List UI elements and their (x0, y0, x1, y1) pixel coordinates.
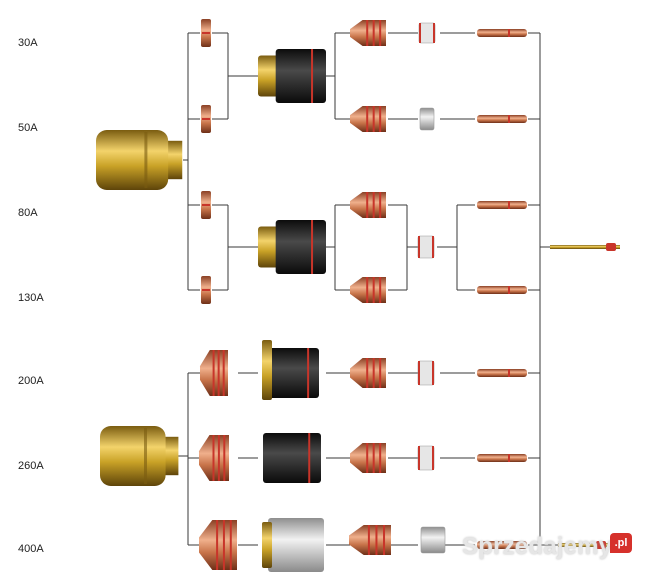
shield-ring (202, 32, 210, 34)
swirl-ring-edge (418, 236, 420, 258)
cap-black-body (276, 49, 326, 103)
watermark-text: Sprzedajemy (462, 533, 612, 561)
electrode-part (477, 454, 527, 462)
nozzle-ring (379, 192, 381, 218)
nozzle-ring (366, 358, 368, 388)
electrode-ring (508, 286, 510, 294)
nozzle-ring (366, 277, 368, 303)
shield-ring (202, 204, 210, 206)
nozzle-ring (366, 20, 368, 46)
retaining-cap-body (96, 130, 168, 190)
swirl-ring-edge (433, 23, 435, 43)
electrode-part (477, 29, 527, 37)
cap-ring (311, 220, 313, 274)
nozzle-ring (373, 277, 375, 303)
swirl-ring (418, 446, 434, 470)
nozzle-ring (373, 192, 375, 218)
watermark-badge: .pl (610, 533, 632, 553)
cooling-tube-ring (606, 243, 616, 251)
cap-brass-front (262, 340, 272, 400)
electrode-part (477, 369, 527, 377)
retaining-cap-body (100, 426, 166, 486)
retaining-cap-groove (144, 428, 147, 484)
nozzle-ring (218, 435, 220, 481)
nozzle-ring (213, 435, 215, 481)
nozzle-ring (366, 106, 368, 132)
electrode-ring (508, 369, 510, 377)
shield-ring (202, 118, 210, 120)
cap-black-body (263, 433, 321, 483)
nozzle-ring (375, 525, 377, 555)
swirl-ring (418, 236, 434, 258)
swirl-ring (421, 527, 445, 553)
cap-black-body (265, 348, 319, 398)
retaining-cap-groove (144, 132, 147, 188)
nozzle-ring (366, 192, 368, 218)
swirl-ring (418, 361, 434, 385)
nozzle-ring (379, 277, 381, 303)
nozzle-ring (223, 435, 225, 481)
nozzle-ring (373, 443, 375, 473)
electrode-part (477, 115, 527, 123)
electrode-ring (508, 454, 510, 462)
swirl-ring-edge (432, 361, 434, 385)
nozzle-ring (230, 520, 232, 570)
nozzle-ring (379, 20, 381, 46)
swirl-ring (420, 108, 434, 130)
nozzle-ring (373, 358, 375, 388)
nozzle-ring (216, 520, 218, 570)
cap-brass-front (262, 522, 272, 568)
swirl-ring-edge (419, 23, 421, 43)
nozzle-ring (213, 350, 215, 396)
swirl-ring (419, 23, 435, 43)
electrode-ring (508, 201, 510, 209)
nozzle-ring (379, 106, 381, 132)
electrode-part (477, 286, 527, 294)
cap-black-body (276, 220, 326, 274)
electrode-part (477, 201, 527, 209)
nozzle-ring (223, 520, 225, 570)
swirl-ring-edge (418, 361, 420, 385)
nozzle-ring (383, 525, 385, 555)
nozzle-ring (379, 358, 381, 388)
nozzle-ring (366, 443, 368, 473)
electrode-ring (508, 115, 510, 123)
nozzle-ring (368, 525, 370, 555)
nozzle-ring (223, 350, 225, 396)
swirl-ring-edge (432, 446, 434, 470)
swirl-ring-edge (432, 236, 434, 258)
swirl-ring-edge (418, 446, 420, 470)
cap-ring (307, 348, 309, 398)
nozzle-ring (373, 106, 375, 132)
nozzle-ring (373, 20, 375, 46)
electrode-ring (508, 29, 510, 37)
nozzle-ring (379, 443, 381, 473)
nozzle-ring (218, 350, 220, 396)
cap-ring (311, 49, 313, 103)
shield-ring (202, 289, 210, 291)
cap-ring (308, 433, 310, 483)
cap-grey-body (268, 518, 324, 572)
